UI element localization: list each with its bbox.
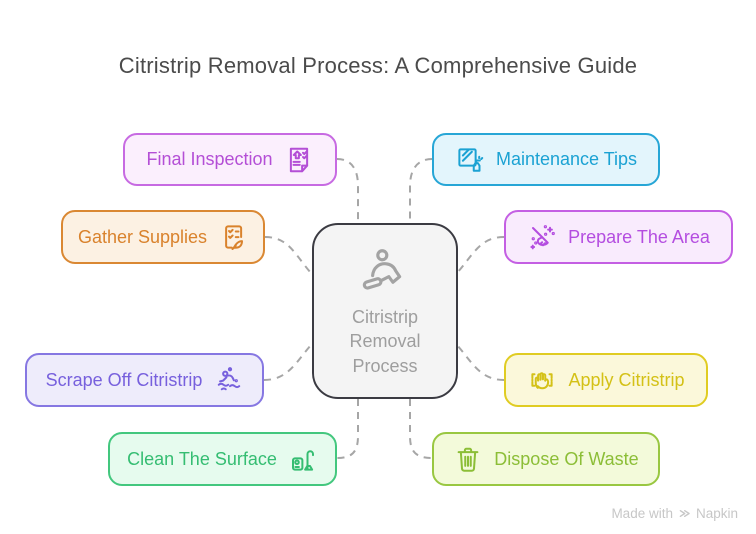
node-label: Clean The Surface: [127, 448, 277, 469]
node-clean-the-surface[interactable]: Clean The Surface: [108, 432, 337, 486]
node-final-inspection[interactable]: Final Inspection: [123, 133, 337, 186]
node-label: Apply Citristrip: [568, 369, 685, 390]
broom-sparkles-icon: [527, 222, 557, 252]
connector-final-inspection: [336, 158, 359, 222]
napkin-logo-icon: [678, 507, 691, 520]
node-label: Dispose Of Waste: [494, 448, 639, 469]
connector-scrape-off: [263, 344, 312, 381]
inspection-report-icon: [284, 145, 314, 175]
napkin-watermark[interactable]: Made with Napkin: [611, 506, 738, 521]
person-scraping-icon: [358, 244, 412, 298]
node-dispose-of-waste[interactable]: Dispose Of Waste: [432, 432, 660, 486]
node-label: Final Inspection: [146, 149, 273, 169]
connector-prepare-the-area: [456, 236, 505, 274]
page-title: Citristrip Removal Process: A Comprehens…: [118, 53, 638, 78]
node-apply-citristrip[interactable]: Apply Citristrip: [504, 353, 708, 407]
watermark-prefix: Made with: [611, 506, 673, 521]
center-label-line: Citristrip: [352, 307, 418, 328]
watermark-brand: Napkin: [695, 506, 738, 521]
connector-gather-supplies: [264, 236, 312, 274]
center-label-line: Process: [352, 355, 418, 376]
node-prepare-the-area[interactable]: Prepare The Area: [504, 210, 733, 264]
hand-apply-icon: [527, 365, 557, 395]
checklist-pen-icon: [218, 222, 248, 252]
connector-maintenance-tips: [409, 158, 433, 222]
node-label: Maintenance Tips: [495, 149, 638, 169]
window-spray-icon: [455, 145, 485, 175]
center-label-line: Removal: [349, 331, 421, 352]
connector-apply-citristrip: [456, 344, 505, 381]
center-node-citristrip-removal-process[interactable]: Citristrip Removal Process: [312, 223, 458, 399]
node-label: Gather Supplies: [77, 226, 208, 247]
trash-icon: [453, 444, 483, 474]
node-maintenance-tips[interactable]: Maintenance Tips: [432, 133, 660, 186]
node-label: Prepare The Area: [568, 226, 710, 247]
connector-clean-the-surface: [336, 399, 359, 459]
vacuum-icon: [288, 444, 318, 474]
node-label: Scrape Off Citristrip: [45, 369, 203, 390]
node-gather-supplies[interactable]: Gather Supplies: [61, 210, 265, 264]
node-scrape-off-citristrip[interactable]: Scrape Off Citristrip: [25, 353, 264, 407]
connector-dispose-of-waste: [409, 399, 433, 459]
scraping-figure-icon: [213, 365, 243, 395]
